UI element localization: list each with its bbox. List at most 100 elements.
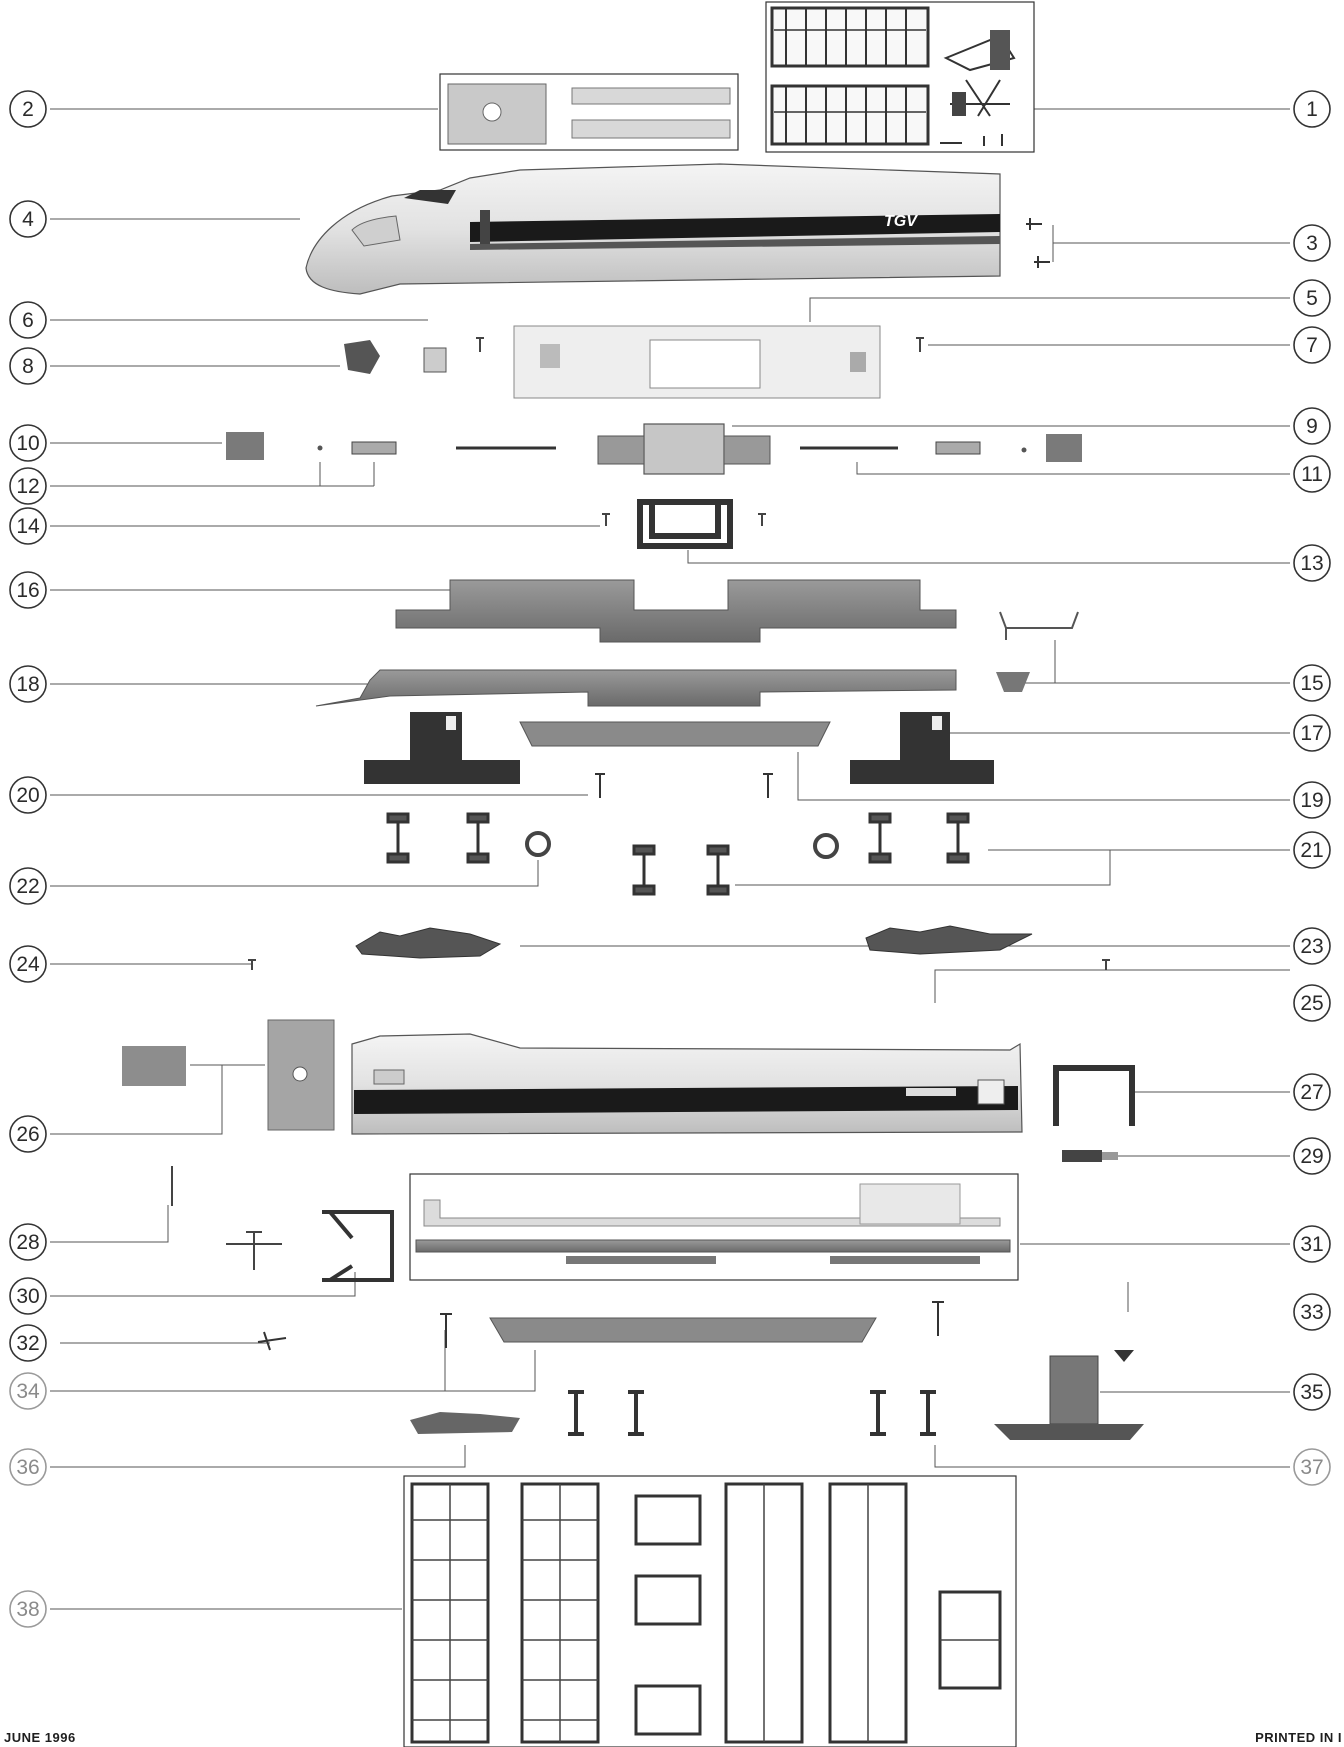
part-15-end-bracket (996, 611, 1079, 692)
callout-circle (1293, 544, 1331, 582)
callout-number: 23 (1300, 935, 1323, 958)
part-16-chassis-block (395, 579, 957, 643)
callout-markers: 1234567891011121314151617181920212223242… (9, 90, 1331, 1628)
part-35-bogie-with-base (994, 1355, 1144, 1440)
part-10-flywheel-blocks (226, 432, 1082, 462)
callout-number: 33 (1300, 1301, 1323, 1324)
callout-number: 9 (1306, 415, 1318, 438)
part-1-pantograph-sprues (765, 1, 1035, 153)
callout-38: 38 (9, 1590, 47, 1628)
callout-36: 36 (9, 1448, 47, 1486)
part-19-bottom-plate (519, 721, 831, 747)
callout-circle (1293, 1293, 1331, 1331)
callout-circle (9, 1223, 47, 1261)
callout-circle (9, 945, 47, 983)
callout-25: 25 (1293, 984, 1331, 1022)
callout-circle (1293, 714, 1331, 752)
part-14-screws (602, 513, 766, 526)
callout-12: 12 (9, 467, 47, 505)
part-drawings: TGV (122, 1, 1144, 1747)
callout-32: 32 (9, 1324, 47, 1362)
callout-number: 17 (1300, 722, 1323, 745)
part-29-clip (1062, 1150, 1118, 1162)
part-13-motor-bracket (637, 499, 733, 549)
callout-circle (9, 1448, 47, 1486)
part-26-weights (122, 1019, 335, 1131)
callout-6: 6 (9, 301, 47, 339)
callout-number: 37 (1300, 1456, 1323, 1479)
callout-20: 20 (9, 776, 47, 814)
callout-circle (1293, 831, 1331, 869)
callout-number: 22 (16, 875, 39, 898)
callout-number: 20 (16, 784, 39, 807)
callout-circle (1293, 1373, 1331, 1411)
callout-31: 31 (1293, 1225, 1331, 1263)
callout-circle (9, 1590, 47, 1628)
part-23-trailing-bogies (355, 925, 1033, 959)
callout-37: 37 (1293, 1448, 1331, 1486)
callout-number: 1 (1306, 98, 1318, 121)
part-20-screws (595, 773, 773, 798)
callout-number: 32 (16, 1332, 39, 1355)
part-30-gangway-frame (322, 1210, 394, 1282)
callout-number: 19 (1300, 789, 1323, 812)
callout-circle (1293, 407, 1331, 445)
part-7-screw (476, 337, 924, 352)
callout-7: 7 (1293, 326, 1331, 364)
callout-28: 28 (9, 1223, 47, 1261)
callout-circle (1293, 1225, 1331, 1263)
callout-34: 34 (9, 1372, 47, 1410)
callout-13: 13 (1293, 544, 1331, 582)
part-34-screws-plate (440, 1301, 944, 1348)
part-18-underframe (315, 669, 957, 707)
callout-circle (9, 1115, 47, 1153)
part-8-weight (344, 340, 380, 374)
callout-circle (1293, 781, 1331, 819)
callout-5: 5 (1293, 279, 1331, 317)
callout-number: 35 (1300, 1381, 1323, 1404)
callout-number: 2 (22, 98, 34, 121)
callout-26: 26 (9, 1115, 47, 1153)
callout-22: 22 (9, 867, 47, 905)
callout-circle (1293, 279, 1331, 317)
part-31-interior-chassis (409, 1173, 1019, 1281)
callout-number: 25 (1300, 992, 1323, 1015)
part-28-coupler-spring (171, 1166, 282, 1270)
callout-8: 8 (9, 347, 47, 385)
callout-18: 18 (9, 665, 47, 703)
callout-number: 15 (1300, 672, 1323, 695)
callout-11: 11 (1293, 455, 1331, 493)
callout-33: 33 (1293, 1293, 1331, 1331)
callout-27: 27 (1293, 1073, 1331, 1111)
callout-number: 27 (1300, 1081, 1323, 1104)
callout-circle (9, 665, 47, 703)
callout-number: 31 (1300, 1233, 1323, 1256)
callout-circle (1293, 984, 1331, 1022)
part-9-motor (597, 423, 771, 475)
callout-circle (9, 507, 47, 545)
callout-number: 29 (1300, 1145, 1323, 1168)
callout-circle (1293, 664, 1331, 702)
callout-number: 8 (22, 355, 34, 378)
callout-29: 29 (1293, 1137, 1331, 1175)
callout-23: 23 (1293, 927, 1331, 965)
callout-15: 15 (1293, 664, 1331, 702)
callout-circle (9, 1277, 47, 1315)
callout-circle (9, 90, 47, 128)
callout-circle (1293, 1448, 1331, 1486)
part-32-coupler-pin (257, 1331, 287, 1351)
callout-24: 24 (9, 945, 47, 983)
callout-circle (9, 467, 47, 505)
callout-circle (9, 347, 47, 385)
callout-circle (1293, 1137, 1331, 1175)
leader-lines (50, 108, 1290, 1610)
callout-2: 2 (9, 90, 47, 128)
callout-30: 30 (9, 1277, 47, 1315)
part-38-detail-sprues (403, 1475, 1017, 1747)
callout-number: 36 (16, 1456, 39, 1479)
callout-number: 24 (16, 953, 40, 976)
part-25-trailer-car-shell (351, 1033, 1023, 1135)
callout-number: 6 (22, 309, 34, 332)
callout-circle (9, 1372, 47, 1410)
